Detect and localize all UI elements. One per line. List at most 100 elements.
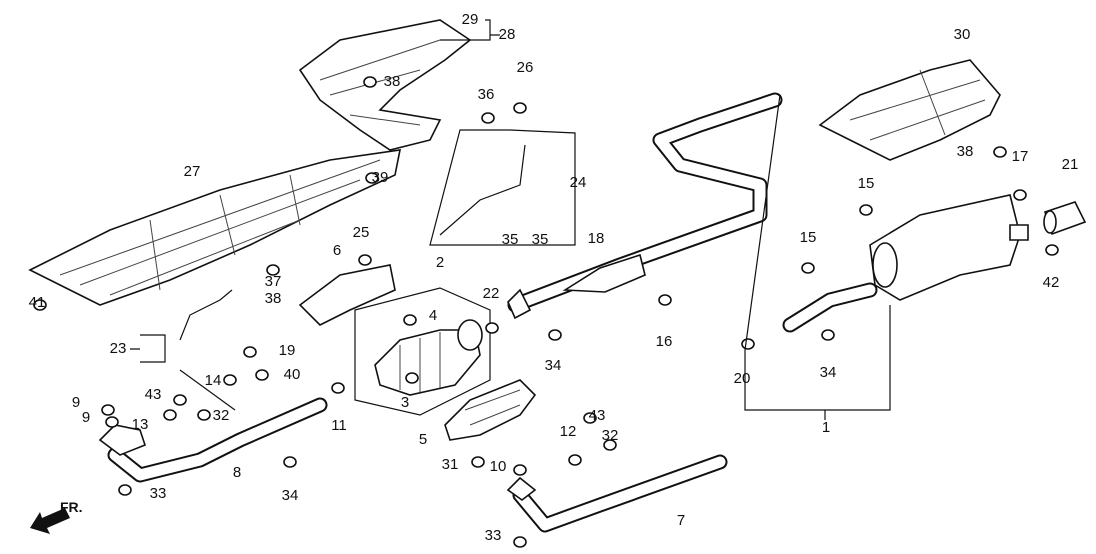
callout-1: 1 [822,419,830,436]
callout-37: 37 [265,273,282,290]
callout-7: 7 [677,512,685,529]
callout-15: 15 [858,175,875,192]
fastener-part [859,204,873,216]
callout-22: 22 [483,285,500,302]
callout-32: 32 [602,427,619,444]
fastener-part [741,338,755,350]
callout-29: 29 [462,11,479,28]
callout-35: 35 [532,231,549,248]
fastener-part [821,329,835,341]
fastener-part [105,416,119,428]
callout-32: 32 [213,407,230,424]
pipe-7 [506,454,728,533]
leader-1 [744,94,891,420]
callout-4: 4 [429,307,437,324]
heat-shield-27 [28,149,402,306]
fastener-part [583,412,597,424]
fastener-part [1045,244,1059,256]
callout-38: 38 [384,73,401,90]
tailpipe-finisher-21 [1043,201,1087,236]
callout-2: 2 [436,254,444,271]
callout-33: 33 [150,485,167,502]
fastener-part [163,409,177,421]
callout-33: 33 [485,527,502,544]
callout-34: 34 [545,357,562,374]
fastener-part [101,404,115,416]
leader-28 [440,19,500,41]
callout-21: 21 [1062,156,1079,173]
fastener-part [471,456,485,468]
callout-27: 27 [184,163,201,180]
callout-20: 20 [734,370,751,387]
arrow-icon [30,508,70,534]
fastener-part [1013,189,1027,201]
fastener-part [403,314,417,326]
fastener-part [363,76,377,88]
callout-38: 38 [265,290,282,307]
muffler-1 [782,194,1029,333]
callout-11: 11 [331,417,347,434]
fastener-part [331,382,345,394]
fastener-part [243,346,257,358]
callout-41: 41 [29,294,46,311]
fastener-part [33,299,47,311]
front-label: FR. [60,499,83,515]
fastener-part [365,172,379,184]
callout-8: 8 [233,464,241,481]
callout-17: 17 [1012,148,1029,165]
callout-43: 43 [589,407,606,424]
fastener-part [481,112,495,124]
callout-34: 34 [820,364,837,381]
fasteners [33,76,1059,548]
fastener-part [993,146,1007,158]
callout-6: 6 [333,242,341,259]
callout-13: 13 [132,416,149,433]
heat-shield-upper [298,19,472,151]
fastener-part [266,264,280,276]
fastener-part [603,439,617,451]
callout-43: 43 [145,386,162,403]
fastener-part [485,322,499,334]
fastener-part [197,409,211,421]
callout-26: 26 [517,59,534,76]
sensor-wire-23 [130,289,236,411]
fastener-part [255,369,269,381]
catalytic-converter-2 [354,287,491,416]
front-pipe-8 [98,397,328,483]
callout-40: 40 [284,366,301,383]
callout-42: 42 [1043,274,1060,291]
callout-30: 30 [954,26,971,43]
callout-16: 16 [656,333,673,350]
heat-shield-5 [444,379,537,441]
callout-35: 35 [502,231,519,248]
callout-28: 28 [499,26,516,43]
fastener-part [801,262,815,274]
fastener-part [173,394,187,406]
fastener-part [513,102,527,114]
callout-14: 14 [205,372,222,389]
fastener-part [405,372,419,384]
callout-25: 25 [353,224,370,241]
callout-10: 10 [490,458,507,475]
fastener-part [358,254,372,266]
fastener-part [118,484,132,496]
fastener-part [548,329,562,341]
callout-18: 18 [588,230,605,247]
callout-36: 36 [478,86,495,103]
fastener-part [513,536,527,548]
callout-38: 38 [957,143,974,160]
callout-15: 15 [800,229,817,246]
heat-shield-30 [818,59,1001,161]
callout-9: 9 [82,409,90,426]
exhaust-pipe-18 [507,92,783,320]
fastener-part [223,374,237,386]
callout-24: 24 [570,174,587,191]
front-direction-arrow: FR. [30,499,83,534]
fastener-part [513,464,527,476]
callout-19: 19 [279,342,296,359]
fastener-part [568,454,582,466]
callout-34: 34 [282,487,299,504]
